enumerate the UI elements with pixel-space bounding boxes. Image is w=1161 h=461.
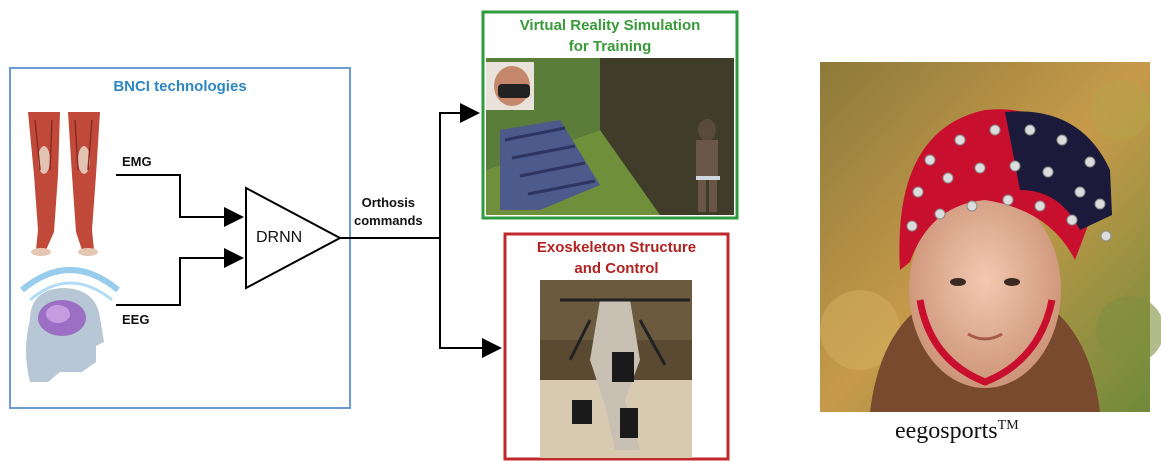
eeg-head-image <box>20 267 120 382</box>
photo-caption-text: eegosports <box>895 418 998 444</box>
orthosis-label-line1: Orthosis <box>361 195 416 210</box>
exoskeleton-image <box>540 280 692 458</box>
vr-scene-image <box>486 58 734 215</box>
bnci-title: BNCI technologies <box>113 78 247 95</box>
emg-label: EMG <box>122 154 152 169</box>
drnn-amplifier <box>245 186 343 290</box>
vr-title-line2: for Training <box>568 38 652 55</box>
exo-title-line1: Exoskeleton Structure <box>536 239 697 256</box>
vr-title-line1: Virtual Reality Simulation <box>519 17 701 34</box>
branch-to-exo <box>439 238 502 358</box>
legs-muscle-image <box>28 112 100 256</box>
vr-header: Virtual Reality Simulation for Training <box>483 16 737 60</box>
eeg-connector <box>116 248 244 306</box>
emg-connector <box>116 174 244 227</box>
orthosis-label: Orthosis commands <box>354 194 423 230</box>
photo-caption-trademark: TM <box>997 418 1019 433</box>
photo-caption: eegosportsTM <box>895 418 1019 445</box>
drnn-label: DRNN <box>256 229 303 246</box>
bnci-header: BNCI technologies <box>10 68 350 108</box>
branch-to-vr <box>439 103 480 238</box>
exo-title-line2: and Control <box>574 260 659 277</box>
eeg-cap-photo <box>820 62 1161 412</box>
exo-header: Exoskeleton Structure and Control <box>505 238 728 282</box>
eeg-label: EEG <box>122 312 150 327</box>
orthosis-label-line2: commands <box>354 213 423 228</box>
